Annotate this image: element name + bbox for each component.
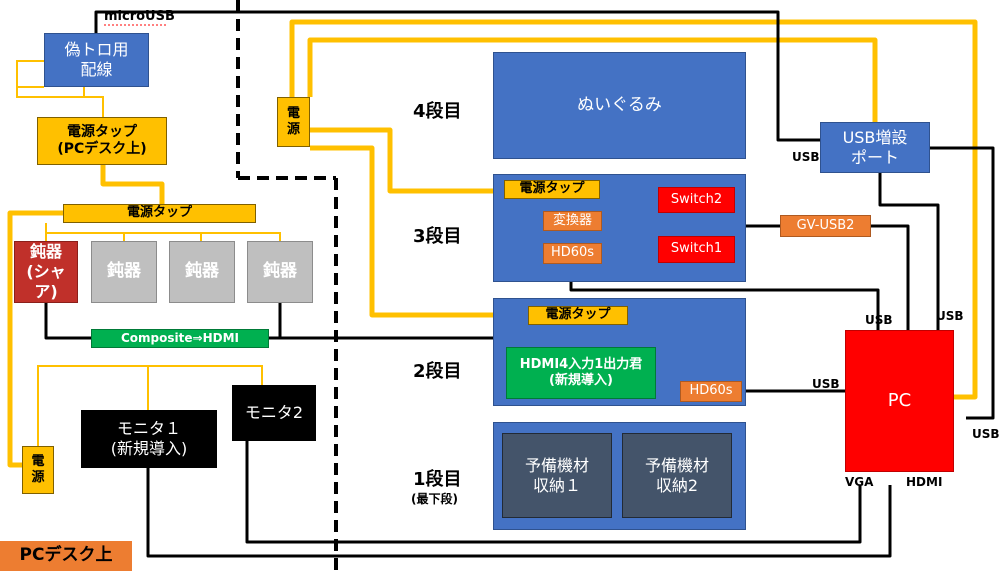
donki-box-3: 鈍器 <box>247 241 313 303</box>
power-outlet-top: 電 源 <box>277 97 310 147</box>
pc-usb-port-left: USB <box>812 377 840 391</box>
power-outlet-left: 電 源 <box>22 446 54 494</box>
monitor-2: モニタ2 <box>232 385 316 441</box>
pc-desk-label: PCデスク上 <box>0 541 132 571</box>
hd60s-tier2-box: HD60s <box>680 381 742 402</box>
spare-storage-1: 予備機材 収納１ <box>502 433 612 518</box>
switch1-box: Switch1 <box>658 236 735 263</box>
tier-1-sublabel: (最下段) <box>411 492 458 506</box>
donki-share-box: 鈍器 (シャア) <box>14 241 78 303</box>
gv-usb2-box: GV-USB2 <box>780 215 871 237</box>
nisetoro-wiring-box: 偽トロ用 配線 <box>44 33 149 87</box>
microusb-label: microUSB <box>104 9 175 24</box>
pc-usb-port-right: USB <box>972 427 1000 441</box>
hd60s-tier3-box: HD60s <box>543 243 602 264</box>
composite-to-hdmi-converter: Composite⇒HDMI <box>91 329 269 348</box>
pc-usb-port-top-right: USB <box>936 309 964 323</box>
tier-1-label: 1段目 <box>413 469 462 490</box>
hdmi-4in1out-splitter: HDMI4入力1出力君 (新規導入) <box>506 347 656 399</box>
converter-box: 変換器 <box>543 211 602 231</box>
pc-usb-port-top: USB <box>865 313 893 327</box>
switch2-box: Switch2 <box>658 187 735 213</box>
usb-hub-port-label: USB <box>792 150 820 164</box>
spare-storage-2: 予備機材 収納2 <box>622 433 732 518</box>
power-tap-tier2: 電源タップ <box>528 306 628 325</box>
pc-hdmi-port: HDMI <box>906 475 943 489</box>
tier-4-label: 4段目 <box>413 101 462 122</box>
shelf-4-plush: ぬいぐるみ <box>493 52 746 159</box>
power-tap-desk: 電源タップ (PCデスク上) <box>37 117 167 165</box>
desk-boundary <box>236 0 338 571</box>
tier-2-label: 2段目 <box>413 361 462 382</box>
tier-3-label: 3段目 <box>413 226 462 247</box>
pc-box: PC <box>845 330 954 472</box>
pc-vga-port: VGA <box>845 475 874 489</box>
usb-hub-box: USB増設 ポート <box>820 122 930 173</box>
monitor-1: モニタ１ (新規導入) <box>81 410 217 468</box>
donki-box-1: 鈍器 <box>91 241 157 303</box>
donki-box-2: 鈍器 <box>169 241 235 303</box>
power-tap-main: 電源タップ <box>63 204 256 223</box>
power-tap-tier3: 電源タップ <box>504 180 600 199</box>
